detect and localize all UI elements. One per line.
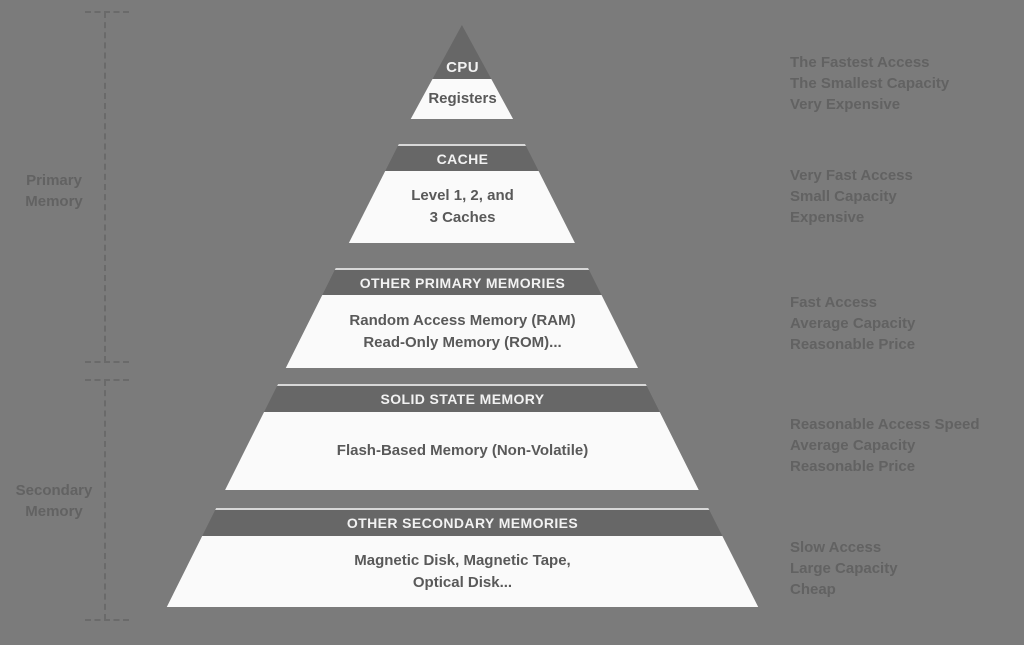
- annotation-cache-line1: Very Fast Access: [790, 167, 913, 184]
- primary-memory-label-line1: Primary: [26, 172, 82, 189]
- level-other-secondary-body: Magnetic Disk, Magnetic Tape, Optical Di…: [166, 536, 759, 607]
- annotation-cache-line2: Small Capacity: [790, 188, 897, 205]
- annotation-cache: Very Fast Access Small Capacity Expensiv…: [790, 165, 1020, 228]
- pyramid-level-cache: CACHE Level 1, 2, and 3 Caches: [348, 144, 575, 243]
- secondary-memory-label: Secondary Memory: [4, 480, 104, 522]
- primary-bracket-tick-top: [85, 11, 129, 13]
- level-other-primary-body-line1: Random Access Memory (RAM): [349, 311, 576, 329]
- level-cache-body-line1: Level 1, 2, and: [411, 187, 514, 204]
- annotation-solid-state: Reasonable Access Speed Average Capacity…: [790, 414, 1020, 477]
- level-cpu-title: CPU: [446, 59, 479, 76]
- level-other-secondary-band: OTHER SECONDARY MEMORIES: [166, 508, 759, 536]
- annotation-cpu-line2: The Smallest Capacity: [790, 75, 950, 92]
- level-other-secondary-title: OTHER SECONDARY MEMORIES: [346, 515, 579, 531]
- primary-memory-label: Primary Memory: [4, 170, 104, 212]
- level-cpu-body-line: Registers: [428, 90, 497, 107]
- level-cpu-body: Registers: [410, 79, 514, 119]
- annotation-solid-state-line2: Average Capacity: [790, 437, 916, 454]
- level-solid-state-band: SOLID STATE MEMORY: [225, 384, 699, 412]
- secondary-bracket-tick-top: [85, 379, 129, 381]
- annotation-other-primary-line3: Reasonable Price: [790, 336, 916, 353]
- level-solid-state-body-line: Flash-Based Memory (Non-Volatile): [336, 442, 589, 459]
- secondary-memory-label-line1: Secondary: [15, 482, 93, 499]
- primary-bracket-line: [104, 12, 106, 362]
- annotation-cpu: The Fastest Access The Smallest Capacity…: [790, 52, 1020, 115]
- annotation-cache-line3: Expensive: [790, 209, 865, 226]
- annotation-solid-state-line3: Reasonable Price: [790, 458, 916, 475]
- secondary-bracket-tick-bottom: [85, 619, 129, 621]
- annotation-other-primary-line1: Fast Access: [790, 294, 877, 311]
- level-solid-state-title: SOLID STATE MEMORY: [380, 391, 545, 407]
- level-cache-body: Level 1, 2, and 3 Caches: [348, 171, 575, 243]
- annotation-other-secondary-line1: Slow Access: [790, 539, 882, 556]
- secondary-memory-label-line2: Memory: [25, 503, 83, 520]
- annotation-other-secondary: Slow Access Large Capacity Cheap: [790, 537, 1020, 600]
- level-cache-title: CACHE: [436, 150, 489, 167]
- level-other-primary-body: Random Access Memory (RAM) Read-Only Mem…: [285, 295, 639, 368]
- pyramid-level-other-secondary: OTHER SECONDARY MEMORIES Magnetic Disk, …: [166, 508, 759, 607]
- level-solid-state-body: Flash-Based Memory (Non-Volatile): [225, 412, 699, 490]
- annotation-other-secondary-line3: Cheap: [790, 581, 836, 598]
- pyramid-level-cpu: CPU Registers: [410, 25, 514, 119]
- secondary-bracket-line: [104, 380, 106, 620]
- pyramid-level-solid-state: SOLID STATE MEMORY Flash-Based Memory (N…: [225, 384, 699, 490]
- primary-memory-label-line2: Memory: [25, 193, 83, 210]
- annotation-other-secondary-line2: Large Capacity: [790, 560, 898, 577]
- level-cpu-band: CPU: [410, 25, 514, 79]
- annotation-other-primary: Fast Access Average Capacity Reasonable …: [790, 292, 1020, 355]
- annotation-cpu-line3: Very Expensive: [790, 96, 901, 113]
- annotation-solid-state-line1: Reasonable Access Speed: [790, 416, 980, 433]
- level-other-primary-title: OTHER PRIMARY MEMORIES: [359, 274, 566, 291]
- annotation-other-primary-line2: Average Capacity: [790, 315, 916, 332]
- level-other-secondary-body-line2: Optical Disk...: [412, 573, 513, 591]
- level-other-primary-body-line2: Read-Only Memory (ROM)...: [363, 333, 562, 351]
- annotation-cpu-line1: The Fastest Access: [790, 54, 930, 71]
- level-cache-body-line2: 3 Caches: [429, 209, 496, 226]
- level-other-secondary-body-line1: Magnetic Disk, Magnetic Tape,: [354, 551, 571, 569]
- level-other-primary-band: OTHER PRIMARY MEMORIES: [285, 268, 639, 295]
- pyramid-level-other-primary: OTHER PRIMARY MEMORIES Random Access Mem…: [285, 268, 639, 368]
- primary-bracket-tick-bottom: [85, 361, 129, 363]
- level-cache-band: CACHE: [348, 144, 575, 171]
